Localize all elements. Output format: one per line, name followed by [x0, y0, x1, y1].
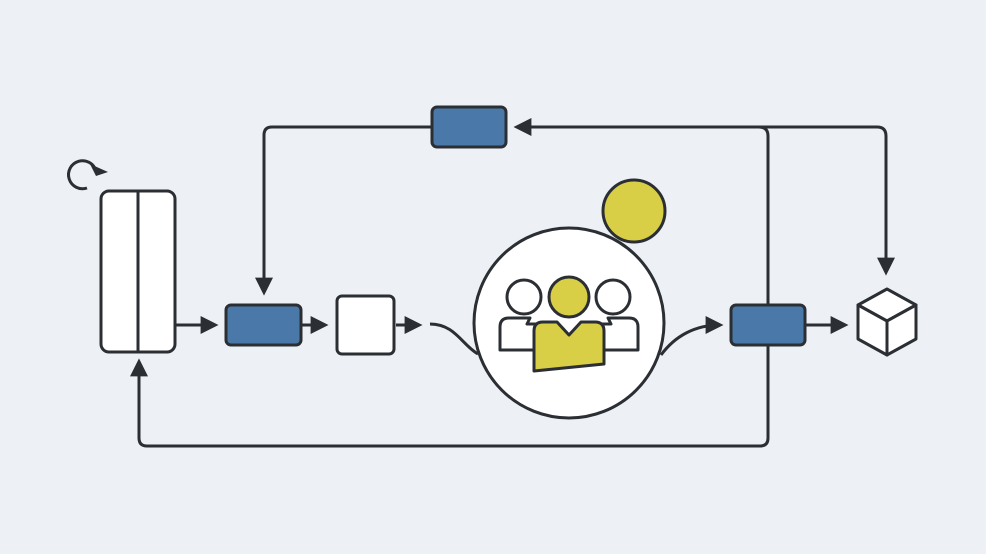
process-square	[335, 294, 396, 356]
person-center-icon	[532, 275, 606, 373]
curve-into-team	[429, 322, 479, 356]
refresh-icon	[67, 159, 108, 191]
output-block	[729, 303, 807, 347]
arrow-feedback-to-input	[255, 125, 432, 296]
feedback-block	[430, 105, 508, 149]
loop-back-to-backlog	[130, 304, 770, 448]
arrow-top-to-cube	[750, 125, 895, 276]
cube-icon	[856, 287, 918, 357]
team-icon	[472, 226, 666, 420]
input-block	[224, 303, 303, 347]
loop-up-from-output	[750, 125, 770, 304]
connectors	[130, 118, 895, 448]
curve-out-of-team	[659, 316, 724, 356]
yellow-circle-badge	[601, 178, 667, 244]
backlog-columns-icon	[99, 189, 177, 354]
